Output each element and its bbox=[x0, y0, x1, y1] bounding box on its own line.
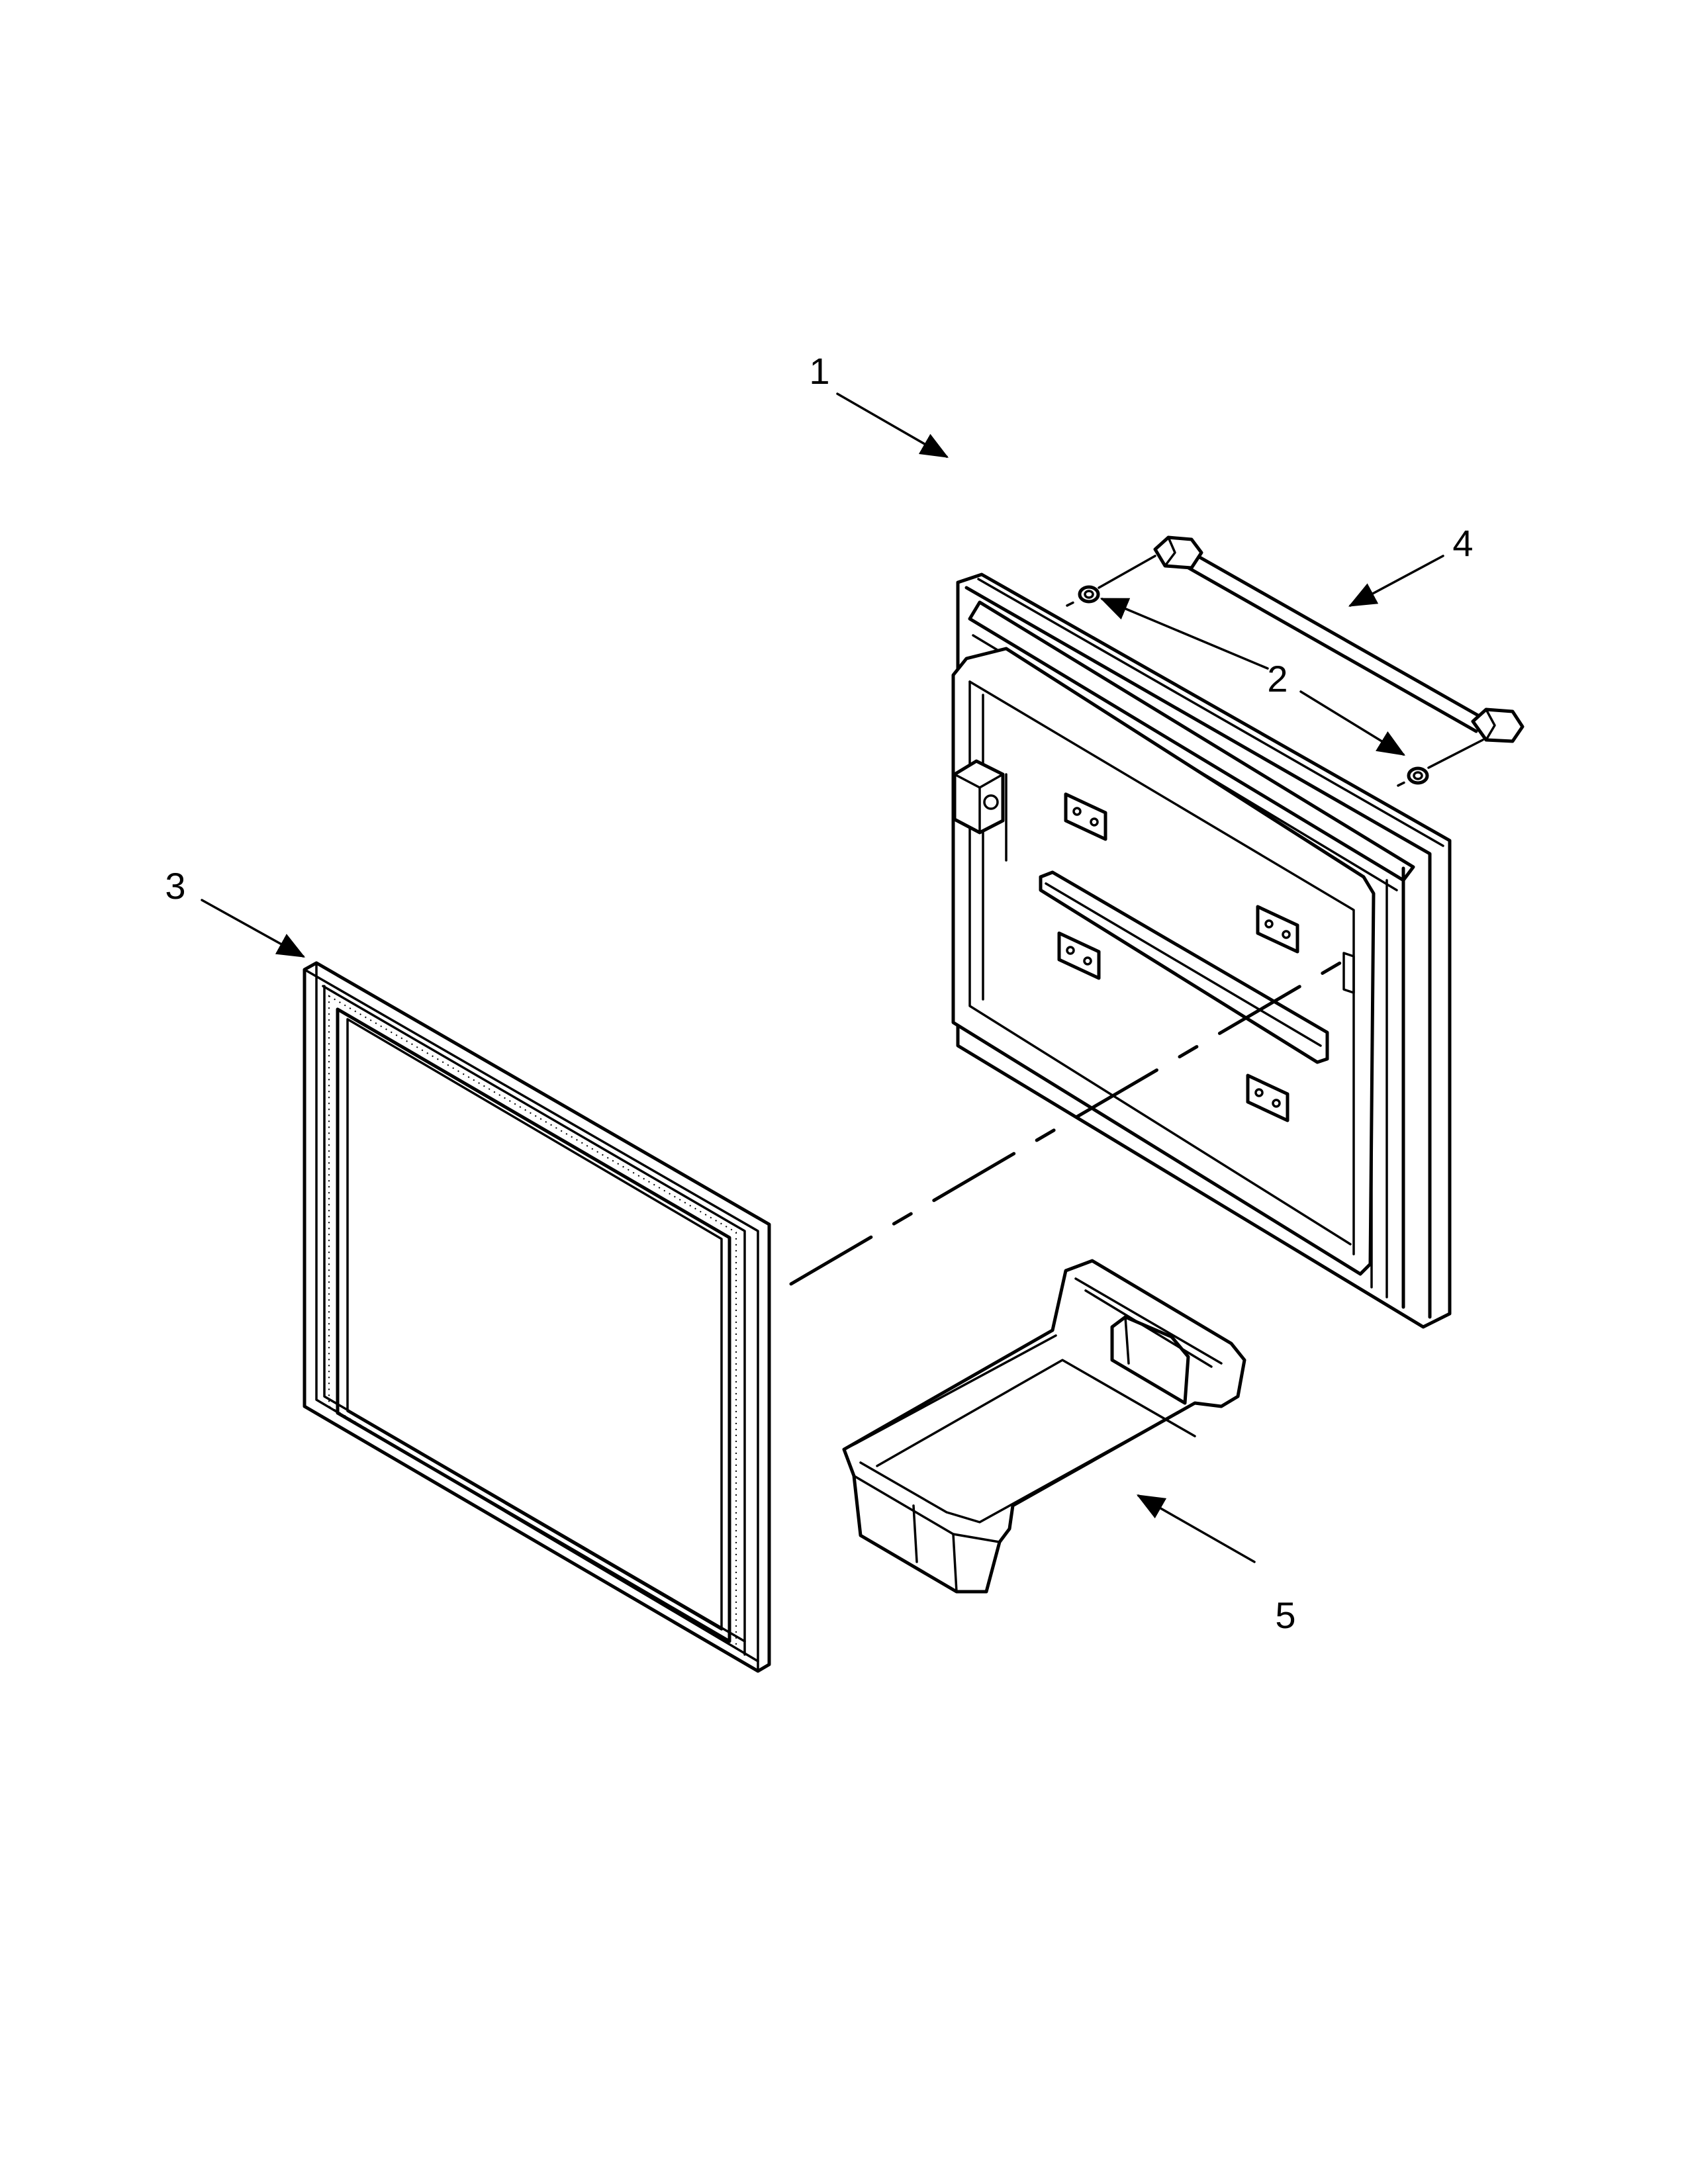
bin-part bbox=[842, 1259, 1246, 1594]
gasket-part bbox=[303, 961, 771, 1673]
callout-1: 1 bbox=[809, 350, 829, 392]
mounting-pad-4 bbox=[1246, 1073, 1289, 1122]
mounting-pad-1 bbox=[1064, 792, 1107, 841]
handle-part bbox=[1098, 535, 1524, 769]
washer-bottom bbox=[1397, 766, 1429, 787]
mounting-pad-2 bbox=[1256, 905, 1299, 954]
callout-5: 5 bbox=[1275, 1594, 1295, 1636]
callout-4: 4 bbox=[1452, 522, 1473, 564]
alignment-line bbox=[789, 951, 1359, 1286]
mounting-pad-3 bbox=[1057, 931, 1101, 980]
callout-2: 2 bbox=[1267, 658, 1288, 700]
door-part bbox=[951, 572, 1452, 1329]
leader-lines bbox=[201, 392, 1444, 1563]
callout-3: 3 bbox=[165, 865, 185, 907]
washer-top bbox=[1066, 585, 1100, 607]
